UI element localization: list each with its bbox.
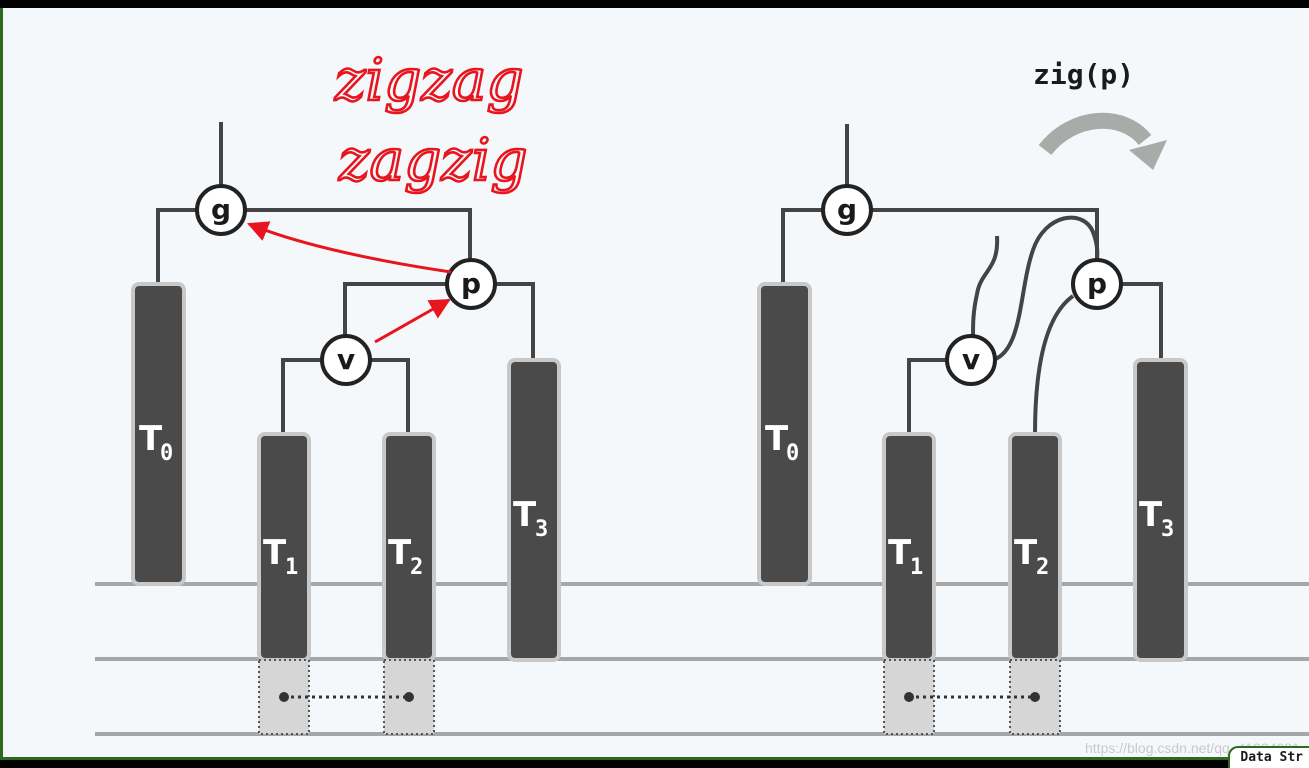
svg-text:2: 2 bbox=[1036, 555, 1049, 580]
svg-text:g: g bbox=[837, 193, 857, 226]
arrow-p-to-g bbox=[247, 221, 452, 274]
svg-text:T: T bbox=[263, 533, 287, 573]
left-tree-edges bbox=[156, 122, 535, 434]
right-node-g: g bbox=[821, 184, 873, 236]
svg-text:v: v bbox=[337, 343, 355, 376]
right-tree-edges bbox=[781, 124, 1163, 435]
svg-text:T: T bbox=[388, 533, 412, 573]
svg-text:g: g bbox=[211, 193, 231, 226]
footer-course-tag: Data Str bbox=[1228, 746, 1309, 768]
handwritten-zigzag: zigzag bbox=[334, 46, 524, 114]
left-node-v: v bbox=[320, 334, 372, 386]
svg-text:0: 0 bbox=[786, 441, 799, 466]
right-subtree-T1: T 1 bbox=[882, 432, 936, 662]
right-tree: T 0 T 1 T 2 T 3 bbox=[757, 58, 1188, 735]
svg-text:1: 1 bbox=[910, 555, 923, 580]
svg-text:T: T bbox=[1014, 533, 1038, 573]
handwritten-zagzig: zagzig bbox=[338, 126, 528, 194]
right-subtree-T2: T 2 bbox=[1008, 432, 1062, 662]
svg-text:T: T bbox=[765, 419, 789, 459]
right-subtree-T0: T 0 bbox=[757, 282, 812, 586]
svg-text:0: 0 bbox=[160, 441, 173, 466]
slide-canvas: T 0 T 1 T 2 T 3 bbox=[0, 8, 1309, 760]
left-subtree-T1: T 1 bbox=[257, 432, 311, 662]
left-subtree-T0: T 0 bbox=[131, 282, 186, 586]
svg-text:3: 3 bbox=[1161, 517, 1174, 542]
svg-text:2: 2 bbox=[410, 555, 423, 580]
svg-text:p: p bbox=[1087, 267, 1107, 300]
svg-text:1: 1 bbox=[285, 555, 298, 580]
operation-label: zig(p) bbox=[1033, 58, 1134, 91]
svg-text:v: v bbox=[962, 343, 980, 376]
right-node-v: v bbox=[945, 334, 997, 386]
splay-rotation-diagram: T 0 T 1 T 2 T 3 bbox=[95, 45, 1309, 756]
left-node-g: g bbox=[195, 184, 247, 236]
left-node-p: p bbox=[445, 258, 497, 310]
left-subtree-T3: T 3 bbox=[507, 358, 561, 662]
svg-text:p: p bbox=[461, 267, 481, 300]
right-extension-boxes bbox=[883, 659, 1061, 735]
curved-rotate-arrow-icon bbox=[1038, 112, 1167, 170]
red-annotation-arrows bbox=[247, 221, 452, 344]
svg-text:T: T bbox=[1139, 495, 1163, 535]
svg-text:T: T bbox=[513, 495, 537, 535]
arrow-v-to-p bbox=[374, 298, 451, 344]
right-subtree-T3: T 3 bbox=[1133, 358, 1188, 662]
svg-text:T: T bbox=[888, 533, 912, 573]
left-extension-boxes bbox=[258, 659, 435, 735]
left-tree: T 0 T 1 T 2 T 3 bbox=[131, 45, 561, 735]
handwritten-annotations: zigzag zagzig bbox=[333, 45, 529, 196]
right-node-p: p bbox=[1071, 258, 1123, 310]
svg-text:3: 3 bbox=[535, 517, 548, 542]
left-subtree-T2: T 2 bbox=[382, 432, 436, 662]
svg-text:T: T bbox=[139, 419, 163, 459]
